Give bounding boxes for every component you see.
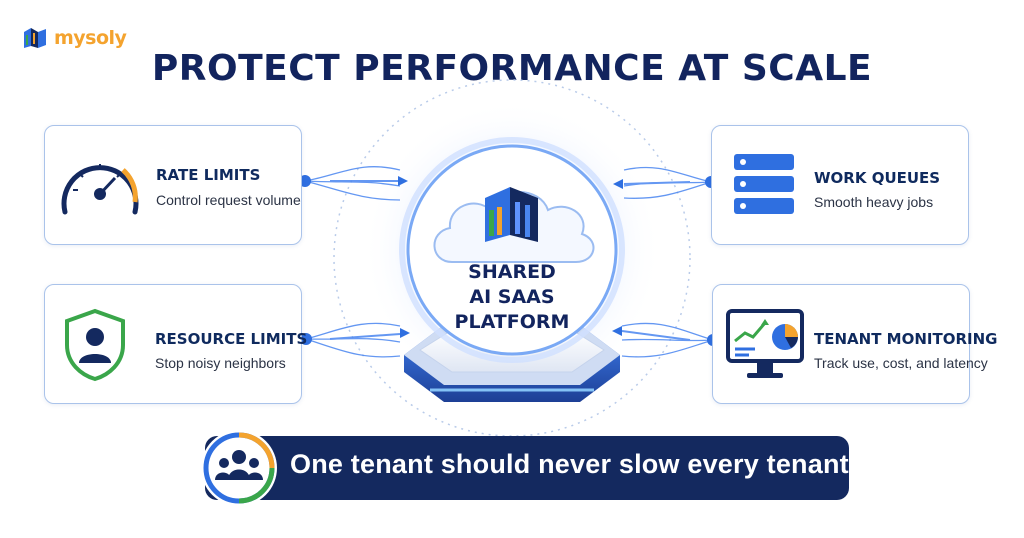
card-title: RATE LIMITS bbox=[156, 166, 261, 184]
banner-icon-badge bbox=[201, 430, 277, 506]
connector-resource-limits bbox=[305, 322, 401, 358]
page-title: PROTECT PERFORMANCE AT SCALE bbox=[151, 48, 873, 89]
stacked-queue-icon bbox=[734, 154, 794, 214]
brand-mark-icon bbox=[24, 28, 46, 48]
card-tenant-monitoring: TENANT MONITORING Track use, cost, and l… bbox=[712, 284, 997, 404]
message-banner bbox=[205, 436, 849, 500]
group-icon bbox=[203, 432, 275, 504]
speedometer-icon bbox=[61, 164, 139, 215]
card-title: WORK QUEUES bbox=[814, 169, 941, 187]
platform-label-line1: SHARED bbox=[468, 261, 556, 283]
monitor-chart-icon bbox=[726, 309, 804, 378]
card-subtitle: Control request volume bbox=[156, 192, 301, 208]
card-work-queues: WORK QUEUES Smooth heavy jobs bbox=[711, 125, 969, 245]
card-title: TENANT MONITORING bbox=[814, 330, 998, 348]
card-rate-limits: RATE LIMITS Control request volume bbox=[44, 125, 302, 245]
card-subtitle: Smooth heavy jobs bbox=[814, 194, 934, 210]
connector-tenant-monitoring bbox=[621, 322, 714, 358]
brand-logo: mysoly bbox=[22, 26, 127, 50]
card-resource-limits: RESOURCE LIMITS Stop noisy neighbors bbox=[44, 284, 307, 404]
card-subtitle: Stop noisy neighbors bbox=[155, 355, 286, 371]
card-title: RESOURCE LIMITS bbox=[155, 330, 308, 348]
connector-work-queues bbox=[623, 166, 712, 199]
platform-mark-icon bbox=[485, 187, 538, 242]
banner-text: One tenant should never slow every tenan… bbox=[290, 449, 857, 479]
connector-rate-limits bbox=[304, 166, 401, 201]
platform-label-line3: PLATFORM bbox=[454, 311, 570, 333]
card-subtitle: Track use, cost, and latency bbox=[814, 355, 988, 371]
brand-name: mysoly bbox=[54, 27, 127, 49]
platform-label-line2: AI SAAS bbox=[469, 286, 555, 308]
platform-label: SHARED AI SAAS PLATFORM bbox=[412, 260, 612, 335]
shield-user-icon bbox=[65, 308, 125, 382]
